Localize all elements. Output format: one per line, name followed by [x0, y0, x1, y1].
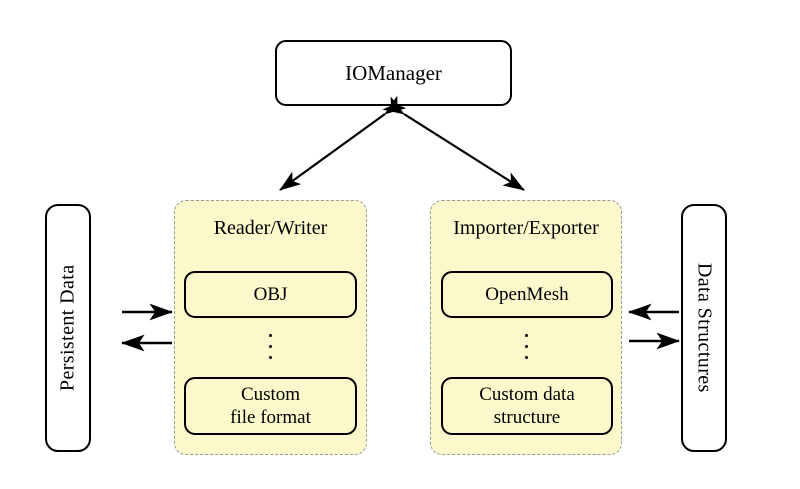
- io-manager-label: IOManager: [345, 60, 442, 85]
- reader-writer-panel-title: Reader/Writer: [213, 217, 328, 239]
- persistent-data-label: Persistent Data: [56, 264, 79, 392]
- io-manager-node: IOManager: [275, 40, 512, 106]
- persistent-data-node: Persistent Data: [45, 204, 91, 452]
- reader-writer-item-custom-line2: file format: [230, 407, 311, 428]
- reader-writer-item-custom-line1: Custom: [240, 383, 301, 405]
- importer-exporter-item-openmesh: OpenMesh: [441, 271, 613, 318]
- importer-exporter-panel-title: Importer/Exporter: [453, 217, 599, 239]
- arrow-manager-importer-exporter-line: [382, 96, 525, 191]
- data-structures-node: Data Structures: [681, 204, 727, 452]
- reader-writer-panel: Reader/Writer OBJ Custom file format: [174, 200, 367, 455]
- arrow-manager-reader-writer-line: [279, 95, 407, 191]
- importer-exporter-panel: Importer/Exporter OpenMesh Custom data s…: [430, 200, 622, 455]
- importer-exporter-item-custom-line1: Custom data: [479, 383, 575, 405]
- importer-exporter-item-custom-line2: structure: [493, 407, 561, 428]
- data-structures-label: Data Structures: [693, 263, 716, 393]
- importer-exporter-item-openmesh-label: OpenMesh: [485, 283, 569, 305]
- reader-writer-item-custom-file-format: Custom file format: [184, 377, 357, 435]
- importer-exporter-item-custom-data-structure: Custom data structure: [441, 377, 613, 435]
- reader-writer-ellipsis-icon: [175, 334, 366, 367]
- reader-writer-item-obj: OBJ: [184, 271, 357, 318]
- importer-exporter-ellipsis-icon: [431, 334, 621, 367]
- reader-writer-item-obj-label: OBJ: [253, 283, 288, 305]
